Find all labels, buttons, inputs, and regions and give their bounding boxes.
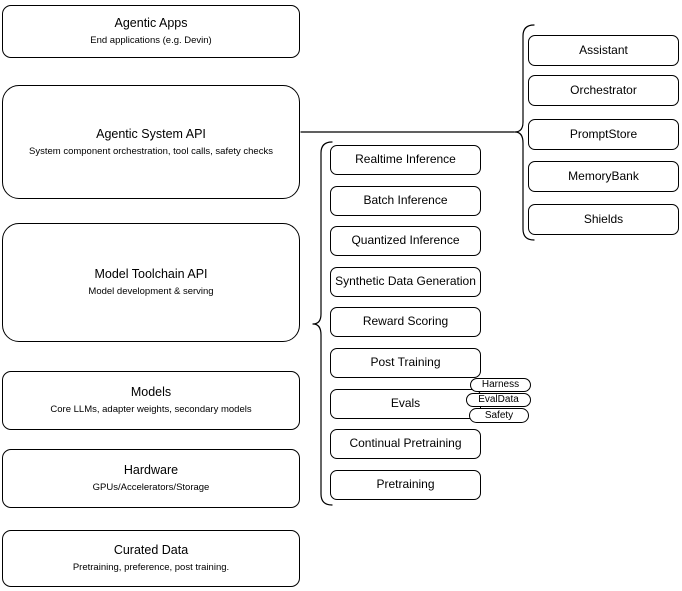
tag-safety: Safety: [469, 408, 529, 423]
component-reward-scoring: Reward Scoring: [330, 307, 481, 337]
component-synthetic-data-generation: Synthetic Data Generation: [330, 267, 481, 297]
component-label: Realtime Inference: [355, 152, 456, 167]
component-label: Shields: [583, 211, 624, 226]
layer-subtitle: End applications (e.g. Devin): [90, 35, 212, 47]
layer-subtitle: GPUs/Accelerators/Storage: [92, 482, 210, 494]
layer-agentic-apps: Agentic Apps End applications (e.g. Devi…: [2, 5, 300, 58]
layer-subtitle: System component orchestration, tool cal…: [29, 145, 273, 157]
component-orchestrator: Orchestrator: [528, 75, 679, 106]
component-shields: Shields: [528, 204, 679, 235]
layer-title: Agentic System API: [96, 126, 206, 141]
tag-harness: Harness: [470, 378, 531, 392]
component-label: Orchestrator: [570, 82, 637, 97]
component-evals: Evals: [330, 389, 481, 419]
layer-subtitle: Pretraining, preference, post training.: [72, 562, 230, 574]
layer-title: Hardware: [123, 463, 179, 478]
component-batch-inference: Batch Inference: [330, 186, 481, 216]
component-memorybank: MemoryBank: [528, 161, 679, 192]
component-label: Reward Scoring: [362, 314, 449, 329]
layer-title: Curated Data: [113, 543, 189, 558]
component-label: Continual Pretraining: [349, 436, 462, 451]
layer-model-toolchain-api: Model Toolchain API Model development & …: [2, 223, 300, 342]
component-label: Batch Inference: [363, 193, 448, 208]
component-post-training: Post Training: [330, 348, 481, 378]
component-quantized-inference: Quantized Inference: [330, 226, 481, 256]
layer-curated-data: Curated Data Pretraining, preference, po…: [2, 530, 300, 587]
layer-subtitle: Model development & serving: [88, 286, 214, 298]
layer-hardware: Hardware GPUs/Accelerators/Storage: [2, 449, 300, 508]
component-realtime-inference: Realtime Inference: [330, 145, 481, 175]
layer-subtitle: Core LLMs, adapter weights, secondary mo…: [50, 404, 252, 416]
component-label: Quantized Inference: [351, 233, 460, 248]
component-label: Pretraining: [376, 477, 435, 492]
layer-title: Model Toolchain API: [94, 267, 208, 282]
component-label: Assistant: [579, 42, 628, 57]
component-label: Evals: [390, 396, 421, 411]
component-label: Post Training: [370, 355, 441, 370]
tag-evaldata: EvalData: [466, 393, 531, 407]
component-assistant: Assistant: [528, 35, 679, 66]
component-label: Synthetic Data Generation: [335, 274, 476, 289]
layer-agentic-system-api: Agentic System API System component orch…: [2, 85, 300, 199]
component-promptstore: PromptStore: [528, 119, 679, 150]
component-label: PromptStore: [569, 126, 638, 141]
layer-title: Agentic Apps: [114, 16, 188, 31]
layer-title: Models: [130, 385, 172, 400]
component-pretraining: Pretraining: [330, 470, 481, 500]
layer-models: Models Core LLMs, adapter weights, secon…: [2, 371, 300, 430]
component-label: MemoryBank: [568, 168, 639, 183]
component-continual-pretraining: Continual Pretraining: [330, 429, 481, 459]
